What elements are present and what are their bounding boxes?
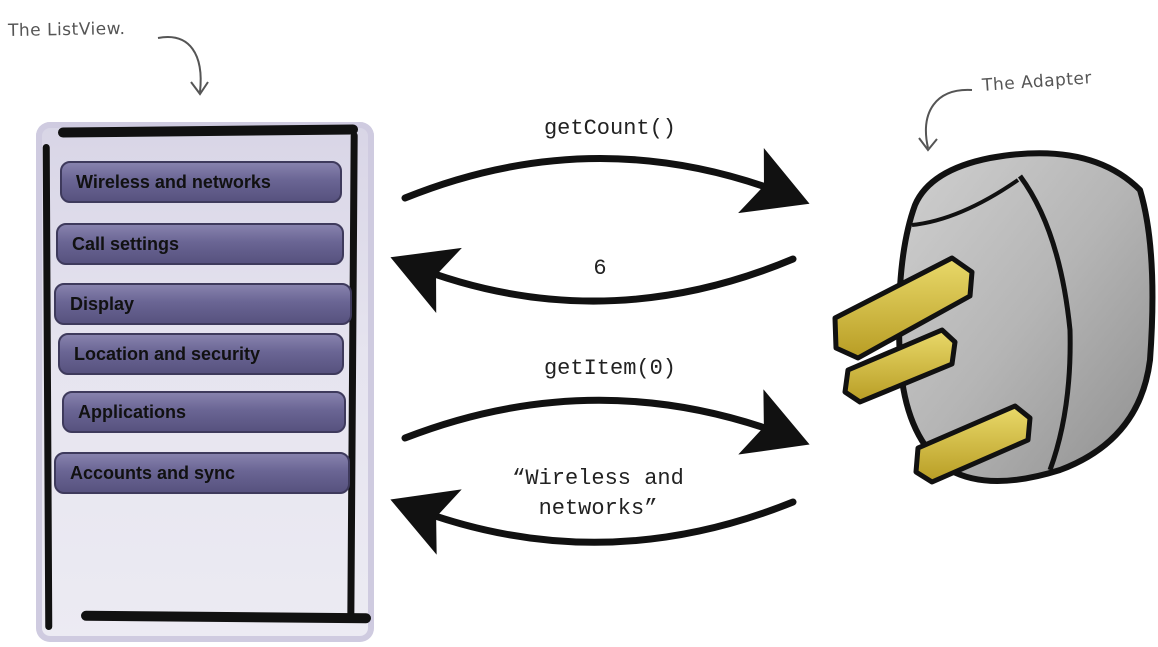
count-result-label: 6: [593, 256, 607, 281]
arrow-getcount-icon: [401, 148, 810, 214]
get-item-label: getItem(0): [543, 356, 677, 381]
item-result-line2: networks”: [538, 496, 658, 521]
list-item-location[interactable]: Location and security: [58, 333, 344, 375]
list-item-label: Location and security: [74, 343, 261, 364]
list-item-label: Applications: [78, 401, 187, 422]
arrow-getitem-icon: [401, 389, 810, 455]
list-item-label: Accounts and sync: [70, 462, 236, 483]
list-item-display[interactable]: Display: [54, 283, 352, 325]
item-result-line1: “Wireless and: [512, 466, 684, 491]
listview-pointer-icon: [157, 36, 202, 93]
list-item-call-settings[interactable]: Call settings: [56, 223, 344, 265]
listview-illustration: Wireless and networks Call settings Disp…: [36, 122, 374, 642]
adapter-plug-icon: [832, 150, 1156, 485]
get-count-label: getCount(): [543, 116, 677, 141]
list-item-label: Display: [70, 293, 135, 314]
list-item-applications[interactable]: Applications: [62, 391, 346, 433]
list-item-accounts[interactable]: Accounts and sync: [54, 452, 350, 494]
arrow-count-return-icon: [390, 247, 797, 313]
list-item-label: Call settings: [72, 233, 180, 254]
adapter-pointer-icon: [924, 88, 973, 149]
list-item-label: Wireless and networks: [76, 171, 271, 192]
list-item-wireless[interactable]: Wireless and networks: [60, 161, 342, 203]
arrow-item-return-icon: [390, 489, 797, 555]
